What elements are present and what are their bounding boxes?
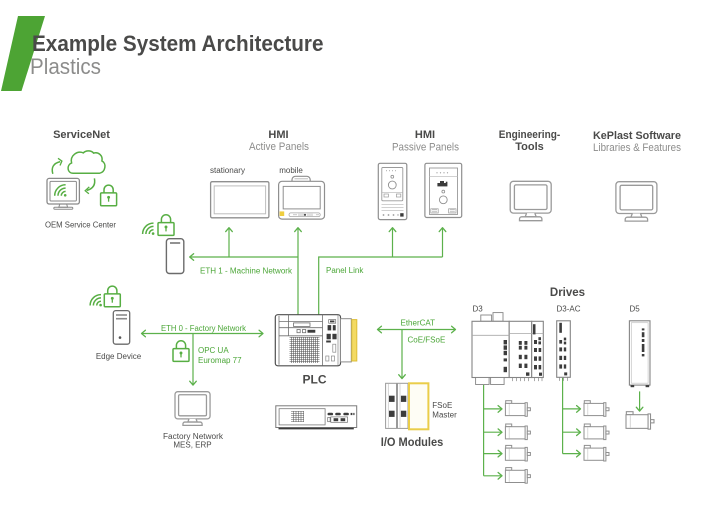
svg-text:Active Panels: Active Panels <box>249 141 309 153</box>
svg-text:Tools: Tools <box>515 141 544 153</box>
svg-text:Passive Panels: Passive Panels <box>392 142 459 154</box>
svg-text:Plastics: Plastics <box>30 54 101 79</box>
svg-text:Factory Network: Factory Network <box>163 432 224 441</box>
svg-text:stationary: stationary <box>210 166 245 175</box>
svg-text:mobile: mobile <box>279 166 303 175</box>
svg-text:Edge Device: Edge Device <box>96 352 142 361</box>
svg-text:EtherCAT: EtherCAT <box>401 319 436 328</box>
svg-text:ETH 0 - Factory Network: ETH 0 - Factory Network <box>161 324 247 333</box>
svg-text:Engineering-: Engineering- <box>499 129 561 141</box>
svg-text:Drives: Drives <box>550 287 585 299</box>
svg-text:FSoE: FSoE <box>432 401 452 410</box>
svg-text:Panel Link: Panel Link <box>326 266 364 275</box>
svg-text:D3-AC: D3-AC <box>557 305 581 314</box>
svg-text:Example System Architecture: Example System Architecture <box>32 31 324 56</box>
svg-text:Euromap 77: Euromap 77 <box>198 356 242 365</box>
svg-text:OPC UA: OPC UA <box>198 346 229 355</box>
svg-text:D3: D3 <box>473 305 484 314</box>
svg-text:CoE/FSoE: CoE/FSoE <box>408 336 446 345</box>
svg-text:PLC: PLC <box>303 373 327 387</box>
svg-text:ETH 1 - Machine Network: ETH 1 - Machine Network <box>200 267 293 276</box>
svg-text:OEM Service Center: OEM Service Center <box>45 221 116 230</box>
svg-text:ServiceNet: ServiceNet <box>53 129 110 141</box>
svg-text:HMI: HMI <box>268 129 288 141</box>
svg-text:HMI: HMI <box>415 129 435 141</box>
svg-text:I/O Modules: I/O Modules <box>381 435 444 449</box>
svg-text:Master: Master <box>432 411 457 420</box>
svg-text:Libraries & Features: Libraries & Features <box>593 142 681 154</box>
svg-text:MES, ERP: MES, ERP <box>173 441 211 450</box>
svg-text:D5: D5 <box>630 305 641 314</box>
svg-text:KePlast Software: KePlast Software <box>593 130 681 142</box>
